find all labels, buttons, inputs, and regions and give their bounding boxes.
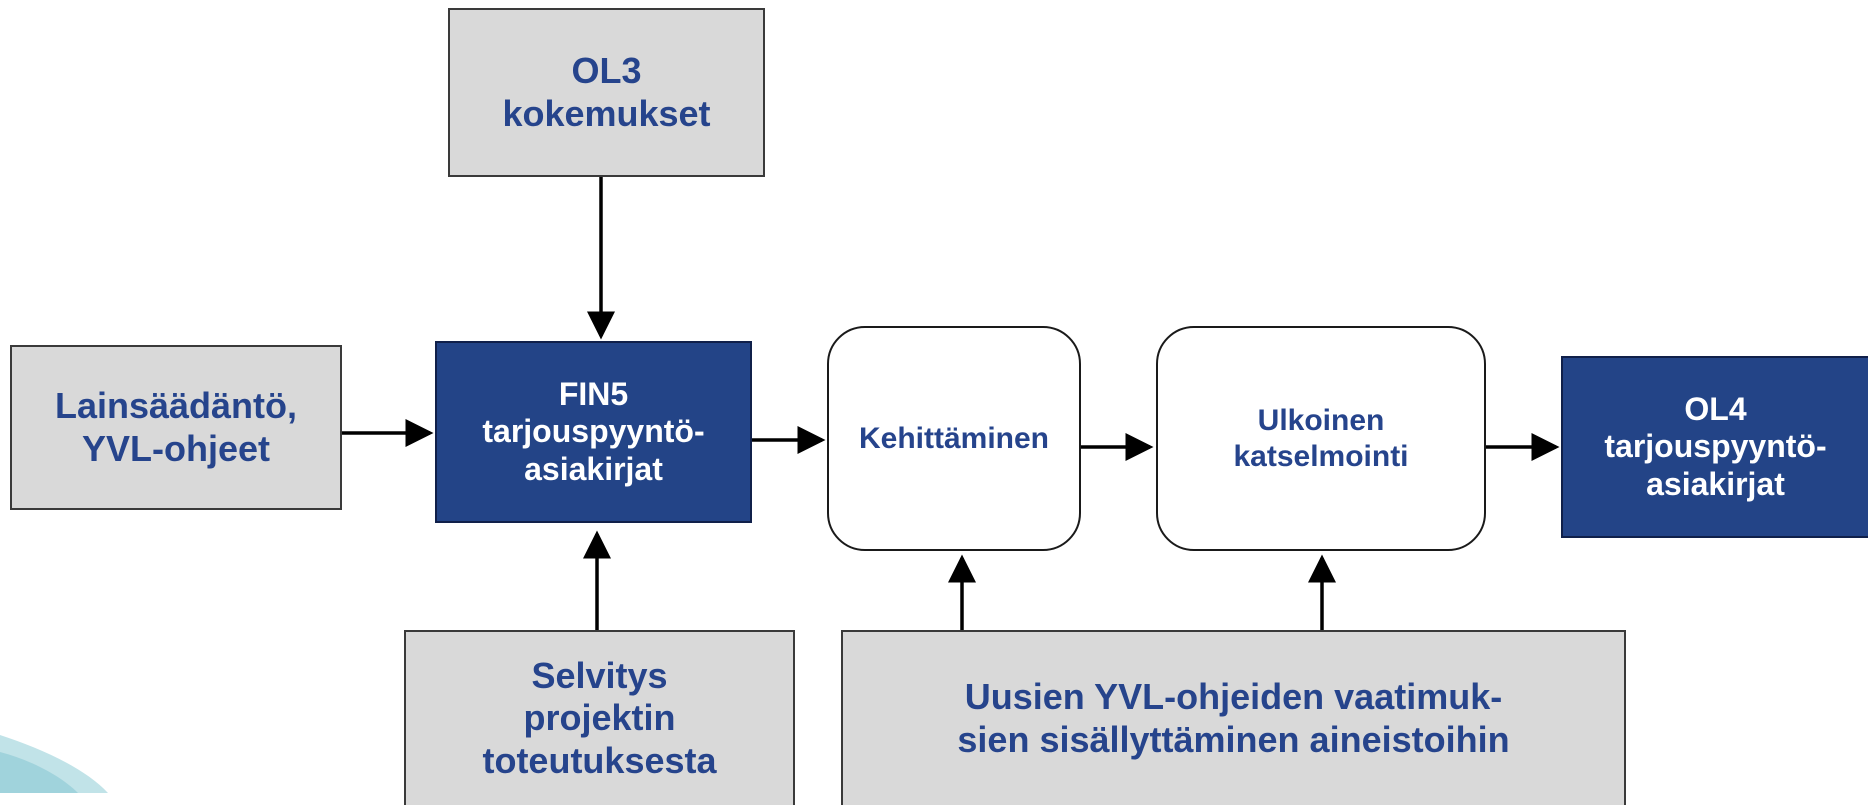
box-fin5-line-3: asiakirjat <box>524 450 663 487</box>
box-ol4-line-2: tarjouspyyntö- <box>1604 428 1827 465</box>
box-ol4-line-3: asiakirjat <box>1646 465 1785 502</box>
box-ol3-experiences: OL3 kokemukset <box>448 8 765 177</box>
box-legislation-line-1: Lainsäädäntö, <box>54 385 298 427</box>
box-external-review: Ulkoinen katselmointi <box>1156 326 1486 551</box>
box-legislation-line-2: YVL-ohjeet <box>81 427 270 469</box>
box-ol3-line-2: kokemukset <box>502 92 711 134</box>
box-review-line-2: katselmointi <box>1233 439 1409 473</box>
box-development: Kehittäminen <box>827 326 1081 551</box>
box-legislation: Lainsäädäntö, YVL-ohjeet <box>10 345 342 510</box>
box-yvl-line-1: Uusien YVL-ohjeiden vaatimuk- <box>964 676 1503 718</box>
box-fin5-documents: FIN5 tarjouspyyntö- asiakirjat <box>435 341 752 523</box>
box-yvl-line-2: sien sisällyttäminen aineistoihin <box>957 718 1510 760</box>
box-development-line-1: Kehittäminen <box>858 421 1050 455</box>
box-study-line-2: projektin <box>523 697 676 739</box>
box-yvl-requirements: Uusien YVL-ohjeiden vaatimuk- sien sisäl… <box>841 630 1626 805</box>
box-ol4-line-1: OL4 <box>1684 391 1747 428</box>
box-ol4-documents: OL4 tarjouspyyntö- asiakirjat <box>1561 356 1868 538</box>
box-study-line-1: Selvitys <box>531 654 668 696</box>
box-fin5-line-1: FIN5 <box>558 376 629 413</box>
box-review-line-1: Ulkoinen <box>1257 403 1385 437</box>
box-project-study: Selvitys projektin toteutuksesta <box>404 630 795 805</box>
box-fin5-line-2: tarjouspyyntö- <box>482 413 705 450</box>
box-ol3-line-1: OL3 <box>571 50 642 92</box>
box-study-line-3: toteutuksesta <box>482 739 717 781</box>
